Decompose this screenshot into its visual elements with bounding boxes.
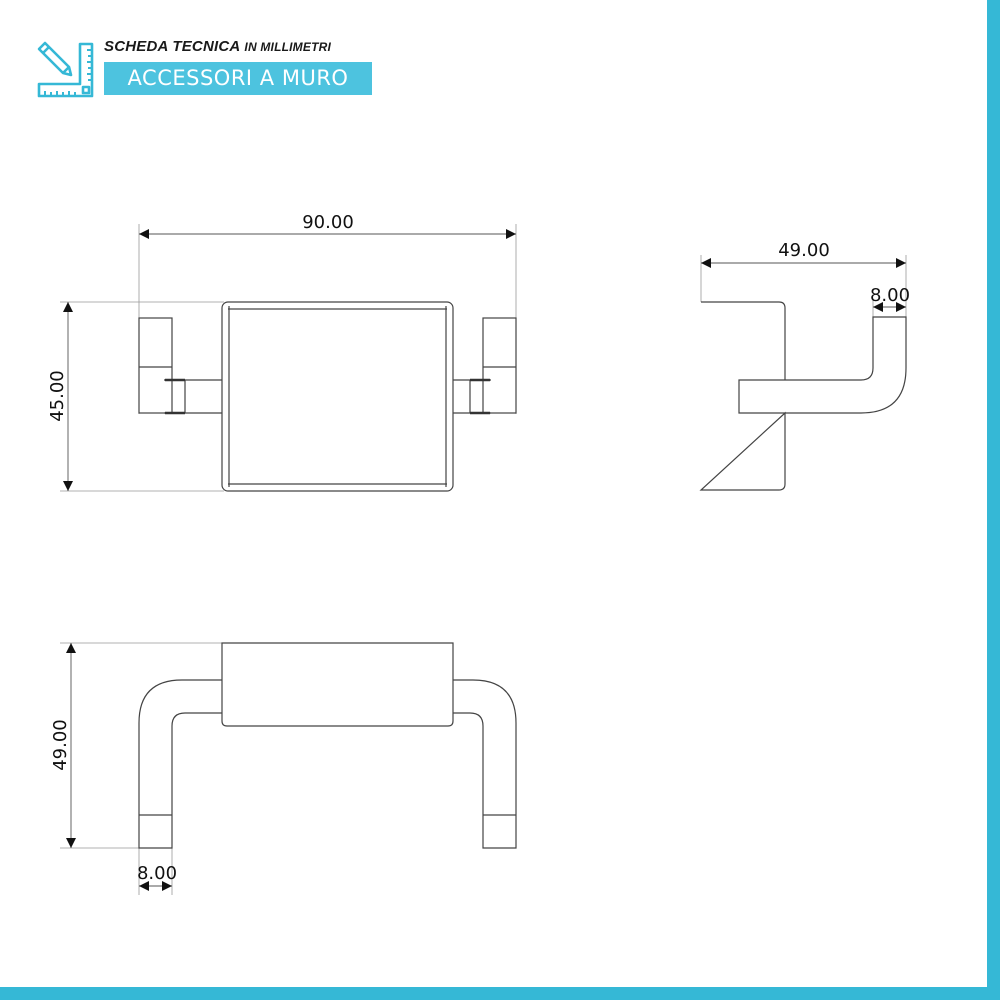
side-view: 49.00 8.00 <box>699 240 910 491</box>
pencil-ruler-icon <box>37 41 94 98</box>
front-height-dimension: 45.00 <box>47 370 68 422</box>
subtitle-unit: IN MILLIMETRI <box>244 40 332 54</box>
top-view: 49.00 8.00 <box>50 642 517 895</box>
side-arm-dimension: 8.00 <box>870 285 910 306</box>
frame-border-right <box>987 0 1000 1000</box>
side-depth-dimension: 49.00 <box>778 240 830 261</box>
subtitle-main: SCHEDA TECNICA <box>104 38 241 55</box>
front-view: 90.00 45.00 <box>47 212 517 492</box>
top-depth-dimension: 49.00 <box>50 719 71 771</box>
frame-border-bottom <box>0 987 1000 1000</box>
top-arm-dimension: 8.00 <box>137 863 177 884</box>
category-banner: ACCESSORI A MURO <box>104 62 372 95</box>
front-width-dimension: 90.00 <box>302 212 354 233</box>
